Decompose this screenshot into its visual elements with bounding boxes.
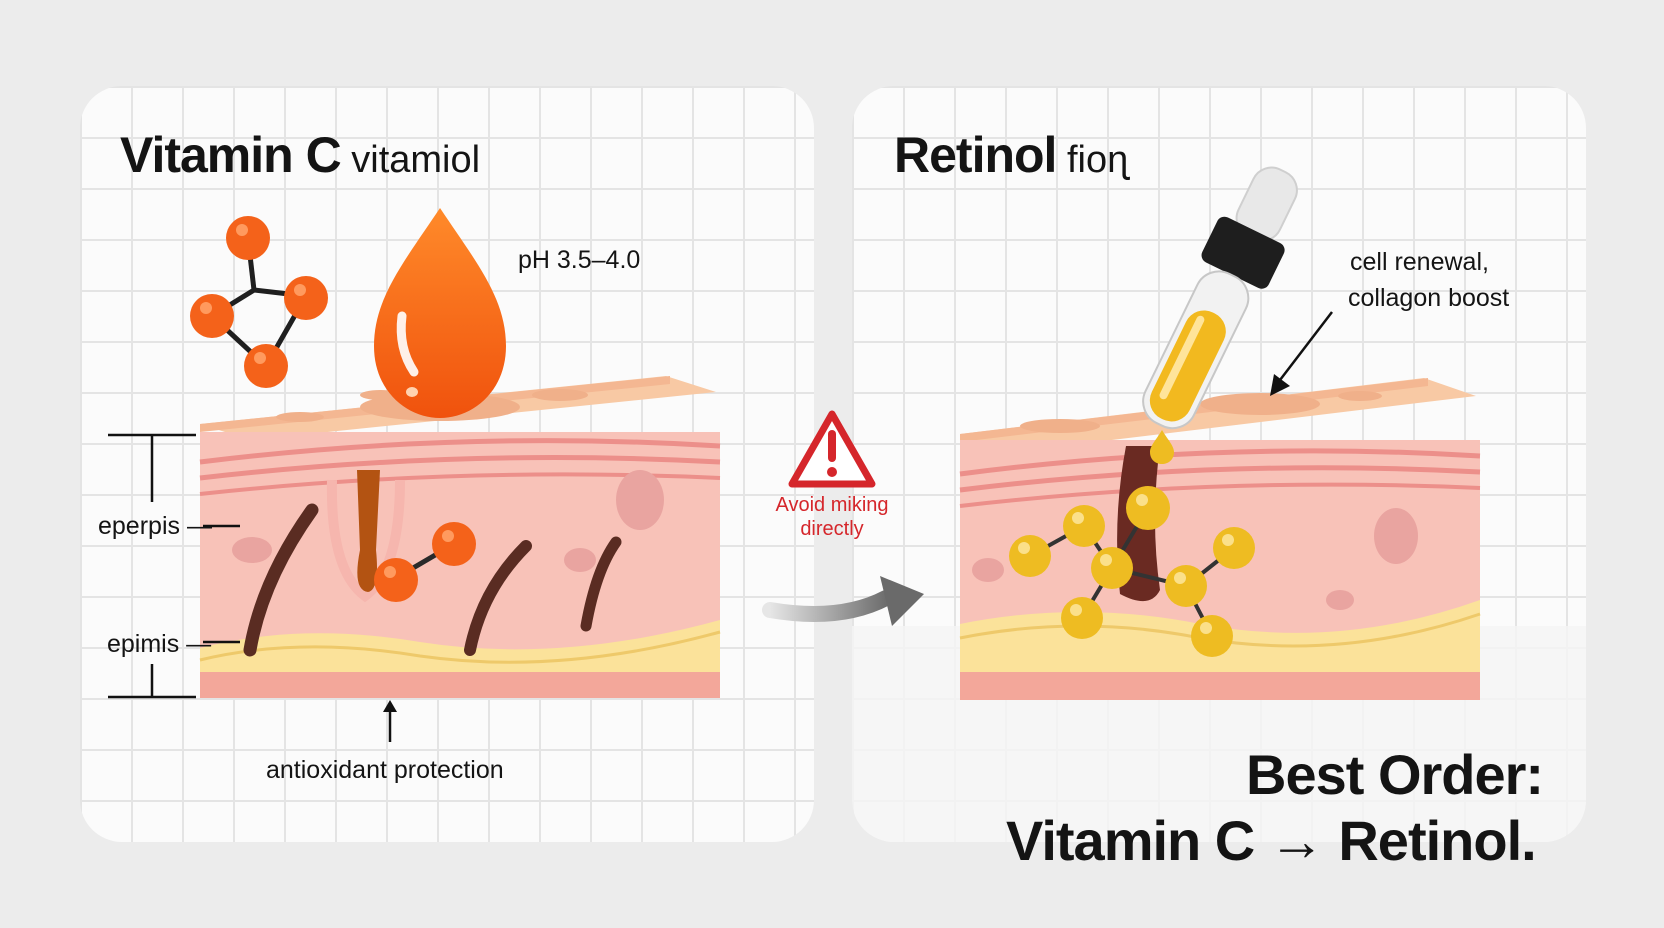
molecule-icon xyxy=(374,522,476,602)
layer-label-top: eperpis — xyxy=(98,512,212,540)
layer-label-bottom: epimis — xyxy=(107,630,212,658)
pointer-arrow-icon xyxy=(1270,311,1333,396)
ph-label: pH 3.5–4.0 xyxy=(518,246,641,274)
retinol-benefit-line1: cell renewal, xyxy=(1350,248,1489,276)
retinol-benefit-line2: collagon boost xyxy=(1348,284,1510,312)
retinol-molecule-icon xyxy=(1009,486,1255,657)
vitamin-c-molecule-icon xyxy=(190,216,328,388)
retinol-title: Retinol fioɳ xyxy=(894,127,1129,183)
best-order-heading: Best Order: xyxy=(1246,743,1544,806)
up-arrow-icon xyxy=(383,700,397,742)
warning-triangle-icon xyxy=(788,410,876,488)
vitamin-c-title: Vitamin C vitamiol xyxy=(120,127,481,183)
warning-text-line1: Avoid miking xyxy=(775,494,889,516)
warning-text-line2: directly xyxy=(800,518,864,540)
best-order-sequence: Vitamin C → Retinol. xyxy=(1006,809,1537,872)
serum-drop-icon xyxy=(374,208,506,418)
curved-arrow-icon xyxy=(762,576,924,626)
dropper-icon xyxy=(1142,166,1298,430)
layer-scale-bars xyxy=(108,433,240,699)
vitamin-c-benefit-label: antioxidant protection xyxy=(266,756,504,784)
retinol-drop-icon xyxy=(1150,430,1174,464)
